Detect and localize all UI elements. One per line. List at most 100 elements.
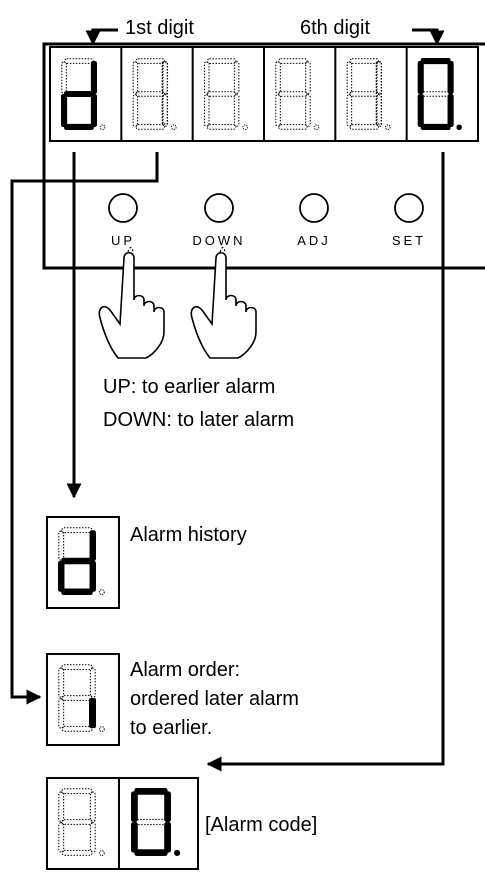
segment-c <box>305 94 311 127</box>
order-label-line-1: Alarm order: <box>130 659 240 681</box>
segment-e <box>131 822 138 853</box>
decimal-point <box>456 124 462 130</box>
segment-d <box>278 124 308 130</box>
segment-b <box>90 61 97 94</box>
decimal-point <box>98 726 105 733</box>
up-button-label: UP <box>111 233 135 248</box>
segment-c <box>376 94 383 127</box>
set-button[interactable]: SET <box>392 193 426 248</box>
digit-one-hint <box>161 61 168 125</box>
segment-d <box>64 123 94 130</box>
segment-f <box>132 61 139 94</box>
segment-f <box>131 791 138 822</box>
segment-a <box>134 788 168 795</box>
sixth-digit-bracket-arrow <box>412 28 445 46</box>
segment-b <box>305 61 311 94</box>
segment-a <box>207 58 237 64</box>
segment-c <box>233 94 240 127</box>
panel-digit-6 <box>417 58 462 130</box>
segment-f <box>275 61 281 94</box>
decimal-point <box>174 849 181 856</box>
instrument-panel-outline <box>42 42 485 270</box>
segment-a <box>61 788 93 795</box>
adj-button[interactable]: ADJ <box>297 193 331 248</box>
history-digit-glyph <box>58 527 105 596</box>
segment-e <box>203 94 210 127</box>
code-digits <box>58 788 181 857</box>
segment-b <box>162 61 169 94</box>
adj-button-label: ADJ <box>297 233 331 248</box>
segment-e <box>58 822 65 853</box>
hand-pressing-down-icon <box>190 246 257 359</box>
segment-b <box>447 61 454 94</box>
segment-e <box>132 94 139 127</box>
panel-cell-4 <box>275 58 320 131</box>
decimal-point <box>242 124 249 131</box>
segment-b <box>376 61 383 94</box>
sixth-digit-label: 6th digit <box>300 17 370 39</box>
down-button-face[interactable] <box>204 193 234 223</box>
panel-cell-6 <box>417 58 462 130</box>
segment-f <box>58 530 65 561</box>
order-leader-arrow <box>10 152 159 705</box>
panel-cell-3 <box>203 58 249 131</box>
segment-g <box>61 695 93 701</box>
segment-g <box>207 91 237 97</box>
segment-a <box>64 58 94 64</box>
segment-f <box>58 667 65 698</box>
segment-d <box>135 124 165 130</box>
panel-digit-5 <box>346 58 391 131</box>
segment-c <box>164 822 171 853</box>
code-digit-1 <box>58 788 105 857</box>
button-row: UP DOWN ADJ SET <box>108 193 426 248</box>
segment-e <box>58 561 65 592</box>
code-digit-2 <box>131 788 181 856</box>
first-digit-label: 1st digit <box>125 17 194 39</box>
order-digit-lit-segment <box>89 698 96 728</box>
up-button-face[interactable] <box>108 193 138 223</box>
panel-digit-1 <box>61 58 106 131</box>
segment-f <box>346 61 353 94</box>
segment-b <box>89 530 96 561</box>
down-button[interactable]: DOWN <box>192 193 245 248</box>
up-instruction: UP: to earlier alarm <box>103 376 275 398</box>
segment-d <box>134 849 168 856</box>
segment-c <box>447 94 454 127</box>
segment-f <box>58 791 65 822</box>
panel-digits <box>61 47 462 141</box>
panel-digit-4 <box>275 58 320 131</box>
code-label: [Alarm code] <box>205 814 317 836</box>
up-button[interactable]: UP <box>108 193 138 248</box>
down-instruction: DOWN: to later alarm <box>103 409 294 431</box>
segment-g <box>135 91 165 97</box>
segment-a <box>349 58 379 64</box>
segment-d <box>61 588 93 595</box>
segment-g <box>61 819 93 825</box>
first-digit-bracket-arrow <box>85 28 118 46</box>
decimal-point <box>313 124 320 131</box>
panel-digit-2 <box>132 58 177 131</box>
set-button-face[interactable] <box>394 193 424 223</box>
panel-cell-2 <box>132 58 177 131</box>
segment-d <box>349 124 379 130</box>
adj-button-face[interactable] <box>299 193 329 223</box>
segment-d <box>61 725 93 732</box>
segment-a <box>420 58 451 65</box>
code-leader-arrow <box>206 152 445 772</box>
decimal-point <box>99 124 106 131</box>
order-label-line-3: to earlier. <box>130 717 212 739</box>
segment-a <box>61 664 93 671</box>
segment-f <box>203 61 210 94</box>
set-button-label: SET <box>392 233 426 248</box>
segment-e <box>58 698 65 729</box>
panel-cell-5 <box>346 58 391 131</box>
segment-a <box>135 58 165 64</box>
digit-one-hint <box>375 61 382 125</box>
segment-c <box>89 822 96 853</box>
segment-b <box>89 667 96 698</box>
decimal-point <box>98 850 105 857</box>
segment-f <box>417 61 424 94</box>
segment-d <box>207 124 237 130</box>
segment-a <box>278 58 308 64</box>
segment-c <box>89 561 96 592</box>
